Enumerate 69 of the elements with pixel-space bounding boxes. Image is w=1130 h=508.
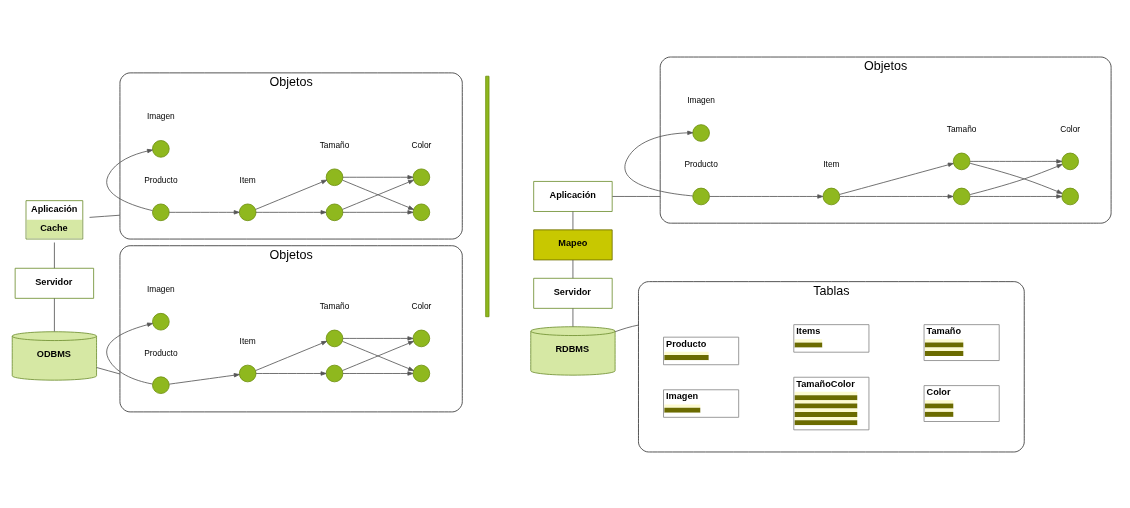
arrow bbox=[969, 193, 1063, 199]
node-label: Item bbox=[239, 174, 256, 185]
node-circle bbox=[325, 364, 344, 382]
node-circle bbox=[238, 364, 257, 382]
node-label: Tamaño bbox=[319, 300, 350, 311]
node-circle bbox=[412, 364, 431, 382]
node-circle bbox=[152, 139, 170, 158]
node-circle bbox=[692, 187, 710, 205]
node-circle bbox=[238, 203, 257, 221]
node-label: Tamaño bbox=[946, 123, 977, 134]
connector bbox=[89, 214, 121, 218]
arrow bbox=[255, 370, 327, 376]
node-circle bbox=[692, 123, 710, 142]
node-label: Imagen bbox=[687, 94, 716, 105]
connector bbox=[572, 307, 574, 327]
node-label: Producto bbox=[144, 347, 178, 358]
arrow bbox=[168, 209, 240, 214]
node-circle bbox=[325, 168, 344, 186]
node-box: Servidor bbox=[14, 267, 95, 299]
node-box: Servidor bbox=[533, 277, 613, 309]
arrow bbox=[342, 335, 414, 341]
connector bbox=[96, 366, 121, 374]
node-circle bbox=[412, 203, 431, 221]
node-label: Tamaño bbox=[319, 139, 350, 150]
arrow bbox=[839, 162, 954, 195]
node-label: Color bbox=[1060, 123, 1081, 134]
node-circle bbox=[952, 152, 971, 170]
arrow bbox=[839, 193, 954, 199]
node-circle bbox=[325, 203, 344, 221]
node-circle bbox=[325, 329, 344, 347]
arrow bbox=[255, 179, 328, 210]
arrow bbox=[709, 193, 824, 199]
node-circle bbox=[1061, 187, 1079, 205]
node-circle bbox=[152, 203, 170, 221]
node-label: Color bbox=[411, 139, 432, 150]
arrow bbox=[342, 340, 414, 371]
connector bbox=[572, 210, 574, 230]
arrow bbox=[255, 209, 327, 214]
arrow bbox=[168, 372, 240, 385]
connector bbox=[612, 195, 661, 197]
node-box: Aplicación bbox=[533, 180, 613, 212]
node-label: Producto bbox=[144, 174, 178, 185]
node-circle bbox=[412, 168, 431, 186]
node-circle bbox=[952, 187, 971, 205]
arrow bbox=[342, 174, 414, 179]
connector bbox=[53, 297, 55, 332]
arrow bbox=[106, 148, 153, 211]
arrow bbox=[342, 209, 414, 214]
node-label: Producto bbox=[684, 158, 718, 169]
node-label: Item bbox=[823, 158, 840, 169]
node-label: Item bbox=[239, 335, 256, 346]
node-box: Mapeo bbox=[533, 228, 613, 260]
arrow bbox=[969, 158, 1063, 164]
node-circle bbox=[822, 187, 841, 205]
node-label: Imagen bbox=[146, 110, 175, 121]
node-circle bbox=[1061, 152, 1079, 170]
arrow bbox=[255, 340, 328, 371]
node-label: Color bbox=[411, 300, 432, 311]
connector bbox=[572, 259, 574, 279]
arrow bbox=[342, 179, 414, 210]
node-circle bbox=[152, 375, 170, 394]
arrow bbox=[106, 322, 153, 384]
node-circle bbox=[412, 329, 431, 347]
arrow bbox=[342, 370, 414, 376]
connector bbox=[614, 324, 639, 332]
node-label: Imagen bbox=[146, 283, 175, 294]
arrow bbox=[624, 130, 694, 196]
node-circle bbox=[152, 312, 170, 330]
connector bbox=[53, 241, 55, 269]
